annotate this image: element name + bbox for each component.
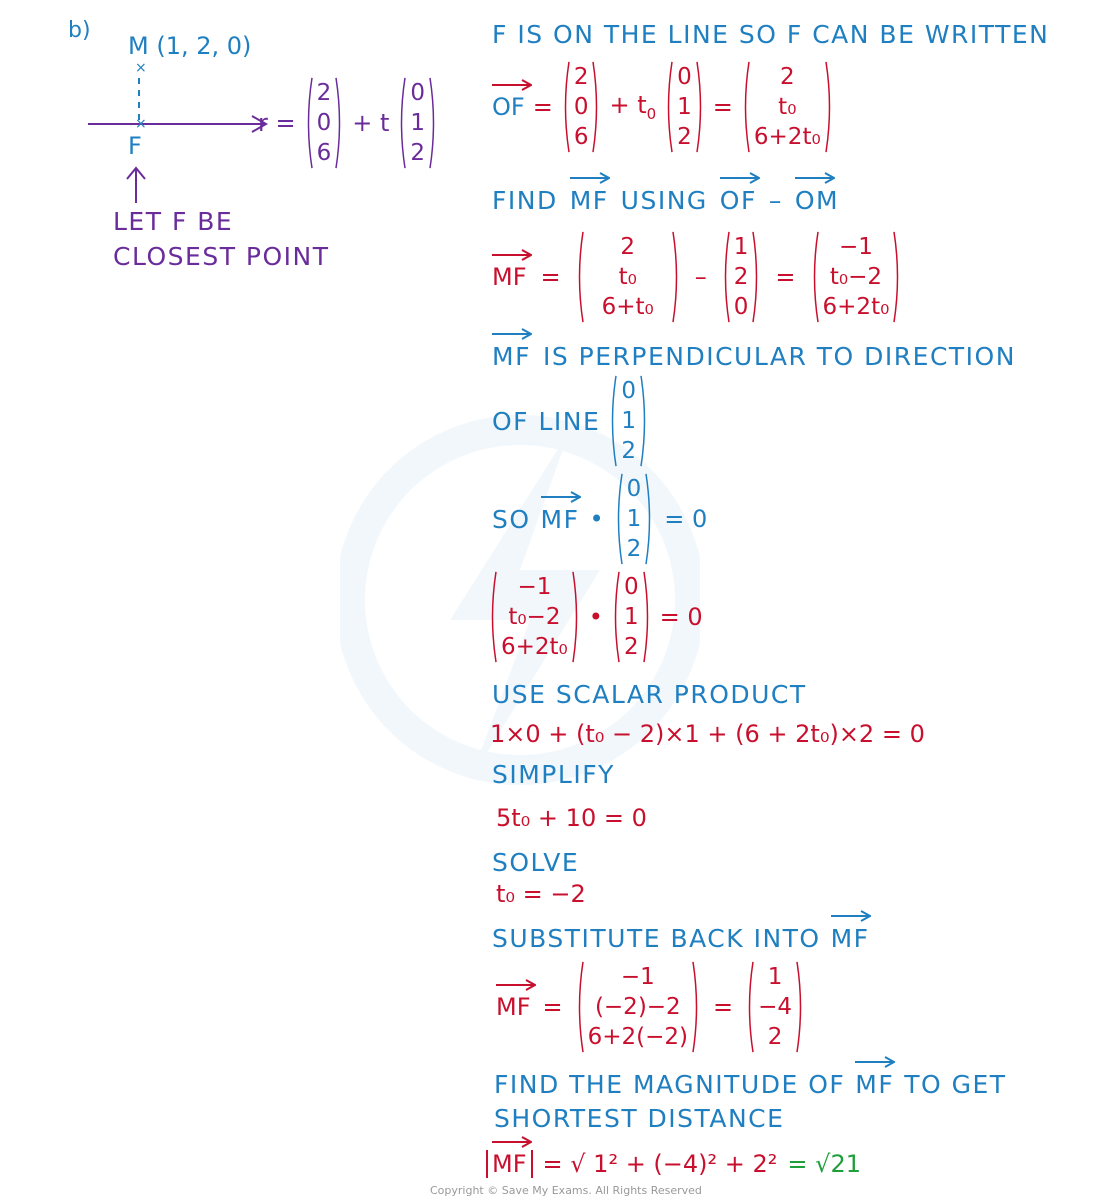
step6-equation: 1×0 + (t₀ − 2)×1 + (6 + 2t₀)×2 = 0 [490, 720, 925, 748]
step11-equation: MF = √ 1² + (−4)² + 2² = √21 [486, 1136, 861, 1178]
step7-equation: 5t₀ + 10 = 0 [496, 804, 647, 832]
step8-text: SOLVE [492, 848, 580, 877]
arrow-up-icon [126, 166, 146, 203]
equals: = [532, 93, 553, 121]
watermark-logo [340, 415, 700, 785]
part-label: b) [68, 18, 91, 43]
note-line-1: LET F BE [113, 207, 234, 236]
plus-t: + t [352, 109, 390, 137]
step3-text: MF IS PERPENDICULAR TO DIRECTION [492, 328, 1016, 371]
step10-text-1: FIND THE MAGNITUDE OF MF TO GET [494, 1056, 1007, 1099]
point-f-label: F [128, 132, 142, 160]
svg-text:×: × [135, 60, 147, 76]
step8-equation: t₀ = −2 [496, 880, 586, 908]
vector-of: OF [492, 79, 532, 121]
note-line-2: CLOSEST POINT [113, 242, 330, 271]
line-diagram: × × [88, 60, 269, 133]
step2-text: FIND MF USING OF – OM [492, 172, 839, 215]
step7-text: SIMPLIFY [492, 760, 615, 789]
step10-text-2: SHORTEST DISTANCE [494, 1104, 785, 1133]
step6-text: USE SCALAR PRODUCT [492, 680, 807, 709]
svg-text:×: × [135, 116, 147, 132]
point-m-label: M (1, 2, 0) [128, 32, 252, 60]
r-equals: r = [258, 109, 296, 137]
copyright-notice: Copyright © Save My Exams. All Rights Re… [430, 1184, 702, 1197]
step9-text: SUBSTITUTE BACK INTO MF [492, 910, 871, 953]
step1-text: F IS ON THE LINE SO F CAN BE WRITTEN [492, 20, 1050, 49]
